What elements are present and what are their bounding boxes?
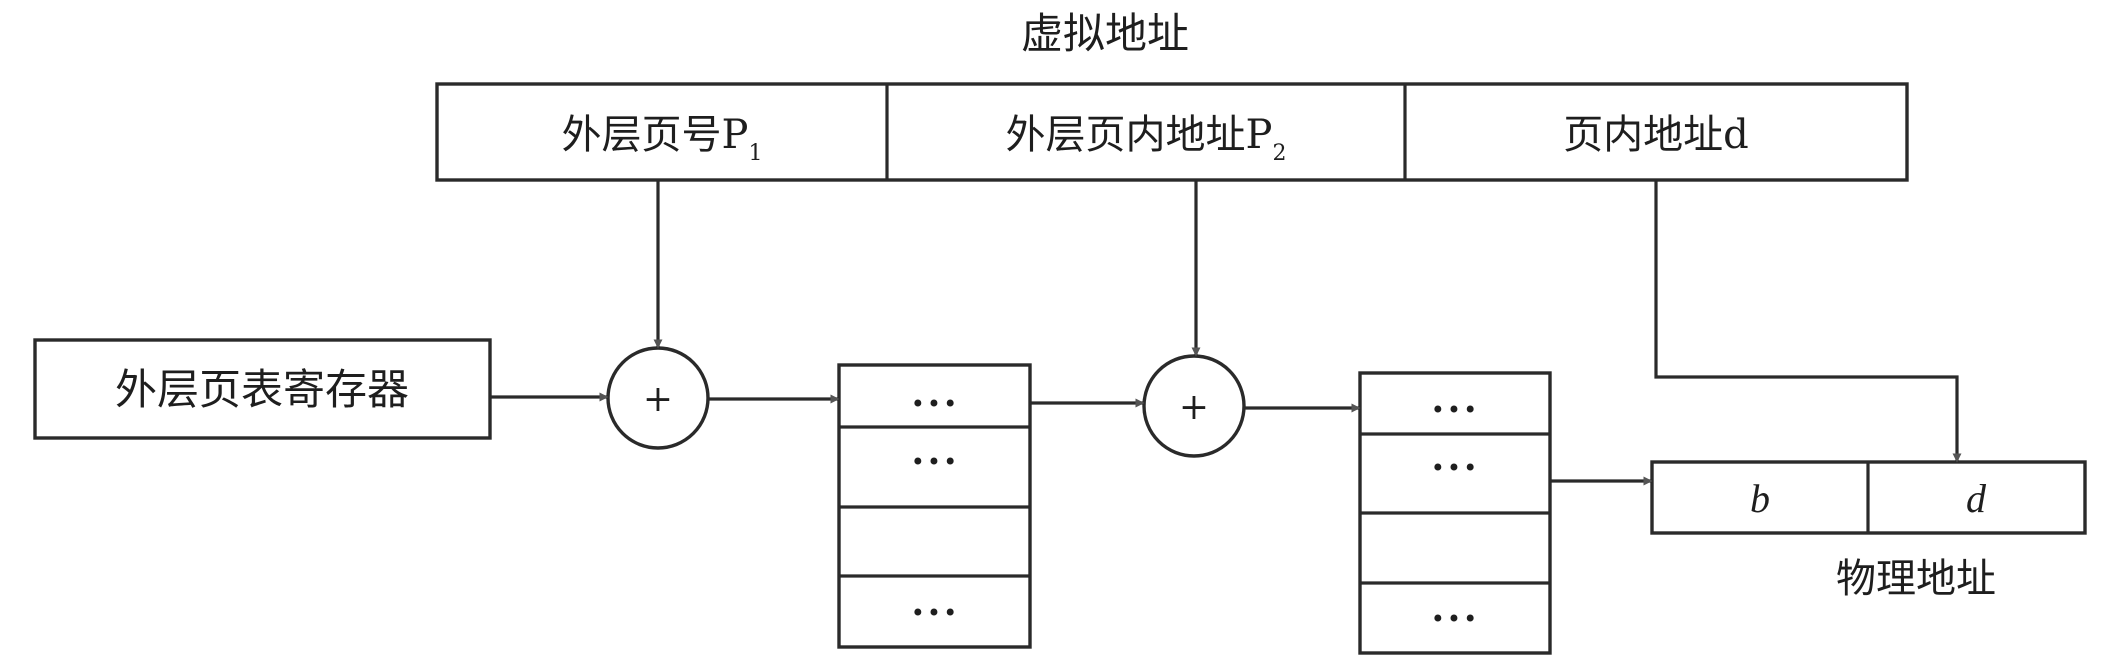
virtual-address-title: 虚拟地址 (1021, 9, 1189, 58)
physical-address-caption: 物理地址 (1836, 556, 1996, 602)
outer-page-table-register: 外层页表寄存器 (33, 338, 492, 440)
register-label: 外层页表寄存器 (115, 365, 409, 414)
adder-2-symbol: + (1179, 387, 1209, 428)
page-table-row-2: ••• (1431, 454, 1479, 482)
page-table: ••• ••• ••• (1358, 371, 1552, 655)
virtual-address-bar: 外层页号P1 外层页内地址P2 页内地址d (435, 82, 1909, 182)
physical-address-offset: d (1966, 476, 1987, 521)
field-outer-page-number-label: 外层页号P (562, 112, 749, 158)
adder-1: + (606, 346, 710, 450)
register-box (33, 338, 492, 440)
field-page-offset: 页内地址d (1563, 112, 1749, 158)
arrow-d-to-physical (1654, 180, 1962, 463)
outer-page-table: ••• ••• ••• (837, 363, 1032, 649)
virtual-address-frame (435, 82, 1909, 182)
field-outer-page-offset-subscript: 2 (1272, 141, 1286, 166)
outer-page-table-row-4: ••• (911, 599, 959, 627)
field-outer-page-number: 外层页号P1 (562, 112, 763, 166)
field-outer-page-offset: 外层页内地址P2 (1006, 112, 1287, 166)
field-outer-page-number-subscript: 1 (748, 141, 762, 166)
physical-address-frame-number: b (1750, 476, 1770, 521)
page-table-row-4: ••• (1431, 605, 1479, 633)
outer-page-table-row-1: ••• (911, 390, 959, 418)
page-table-row-1: ••• (1431, 396, 1479, 424)
physical-address: b d 物理地址 (1650, 460, 2087, 602)
adder-1-symbol: + (643, 379, 673, 420)
connectors (490, 180, 1962, 486)
outer-page-table-row-2: ••• (911, 448, 959, 476)
field-outer-page-offset-label: 外层页内地址P (1006, 112, 1273, 158)
adder-2: + (1142, 354, 1246, 458)
